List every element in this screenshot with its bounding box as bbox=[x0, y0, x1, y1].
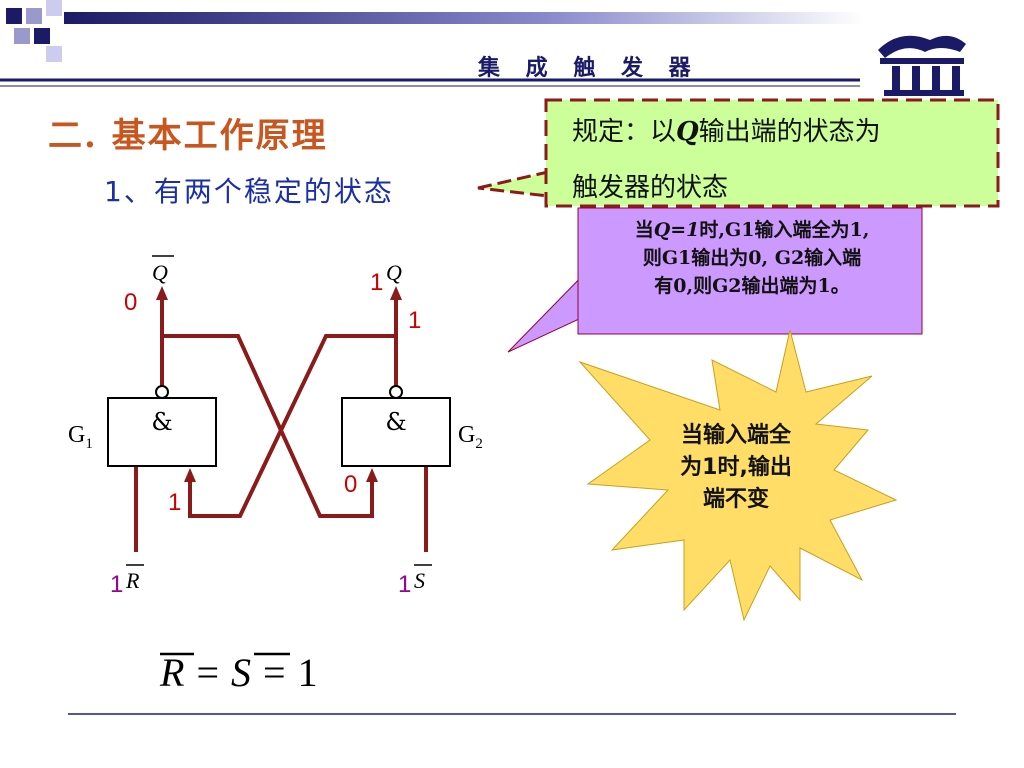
circuit bbox=[134, 286, 428, 552]
definition-callout-box bbox=[544, 98, 1000, 208]
gate-g1-symbol: & bbox=[151, 408, 172, 436]
starburst-callout bbox=[578, 329, 898, 622]
gate-g1-name: G bbox=[68, 422, 85, 448]
gate-g2-name: G bbox=[458, 422, 475, 448]
section-heading: 二. 基本工作原理 bbox=[48, 116, 328, 156]
formula-one: 1 bbox=[298, 650, 318, 695]
r-bar-label: R bbox=[125, 568, 140, 593]
g2-feedback-arrow bbox=[366, 468, 378, 482]
purple-line1-pre: 当 bbox=[634, 219, 654, 241]
definition-callout-text: 规定：以Q输出端的状态为 触发器的状态 bbox=[572, 104, 992, 216]
checker-square bbox=[46, 46, 62, 62]
checker-square bbox=[14, 28, 30, 44]
header-gradient-bar bbox=[64, 12, 864, 24]
q-arrow bbox=[390, 286, 402, 300]
q-bar-label: Q bbox=[152, 260, 168, 285]
g2-to-g1-feedback-wire bbox=[188, 334, 396, 518]
value-r-bar: 1 bbox=[110, 571, 123, 598]
checker-square bbox=[46, 0, 62, 16]
definition-callout-pointer bbox=[477, 170, 550, 198]
g1-feedback-arrow bbox=[184, 468, 196, 482]
formula-eq2: = bbox=[263, 650, 286, 695]
subsection-title: 1、有两个稳定的状态 bbox=[104, 175, 394, 208]
starburst-text: 当输入端全 为1时,输出 端不变 bbox=[646, 420, 826, 516]
value-q: 1 bbox=[370, 269, 383, 296]
header-decoration bbox=[0, 0, 970, 96]
star-line2: 为1时,输出 bbox=[680, 455, 792, 480]
header-title: 集 成 触 发 器 bbox=[478, 55, 700, 81]
s-bar-label: S bbox=[414, 568, 425, 593]
g2-inversion-bubble bbox=[389, 385, 403, 399]
value-g2-feedback: 0 bbox=[344, 471, 357, 498]
q-label: Q bbox=[386, 260, 402, 285]
definition-suffix: 输出端的状态为 bbox=[698, 117, 881, 147]
definition-line2: 触发器的状态 bbox=[572, 173, 729, 203]
university-logo bbox=[870, 30, 970, 96]
g1-to-g2-feedback-wire bbox=[162, 334, 374, 518]
purple-line3: 有0,则G2输出端为1。 bbox=[654, 275, 850, 297]
q-bar-arrow bbox=[156, 286, 168, 300]
value-s-bar: 1 bbox=[398, 571, 411, 598]
svg-text:G2: G2 bbox=[458, 422, 483, 452]
definition-prefix: 规定：以 bbox=[572, 117, 677, 147]
formula-eq1: = bbox=[196, 650, 219, 695]
definition-q: Q bbox=[676, 117, 699, 147]
formula-r: R bbox=[159, 650, 184, 695]
svg-text:G1: G1 bbox=[68, 422, 93, 452]
formula-s: S bbox=[231, 650, 251, 695]
star-line1: 当输入端全 bbox=[680, 423, 791, 448]
value-q-bar: 0 bbox=[124, 289, 137, 316]
gate-g2 bbox=[341, 397, 451, 467]
star-line3: 端不变 bbox=[702, 487, 769, 512]
svg-text:R=S=1: R = S = 1 bbox=[159, 650, 318, 695]
purple-callout-box bbox=[577, 207, 923, 335]
checker-square bbox=[34, 28, 50, 44]
g1-inversion-bubble bbox=[155, 385, 169, 399]
purple-line2: 则G1输出为0, G2输入端 bbox=[642, 247, 862, 269]
checker-square bbox=[26, 8, 42, 24]
purple-line1-q: Q=1 bbox=[653, 219, 700, 241]
gate-g1-sub: 1 bbox=[85, 436, 93, 452]
purple-line1-post: 时,G1输入端全为1, bbox=[699, 219, 870, 241]
gate-g2-sub: 2 bbox=[475, 436, 483, 452]
gate-g2-symbol: & bbox=[385, 408, 406, 436]
checker-square bbox=[6, 8, 22, 24]
value-g1-feedback: 1 bbox=[168, 489, 181, 516]
value-q-line: 1 bbox=[408, 307, 421, 334]
purple-callout-text: 当Q=1时,G1输入端全为1, 则G1输出为0, G2输入端 有0,则G2输出端… bbox=[584, 216, 920, 300]
